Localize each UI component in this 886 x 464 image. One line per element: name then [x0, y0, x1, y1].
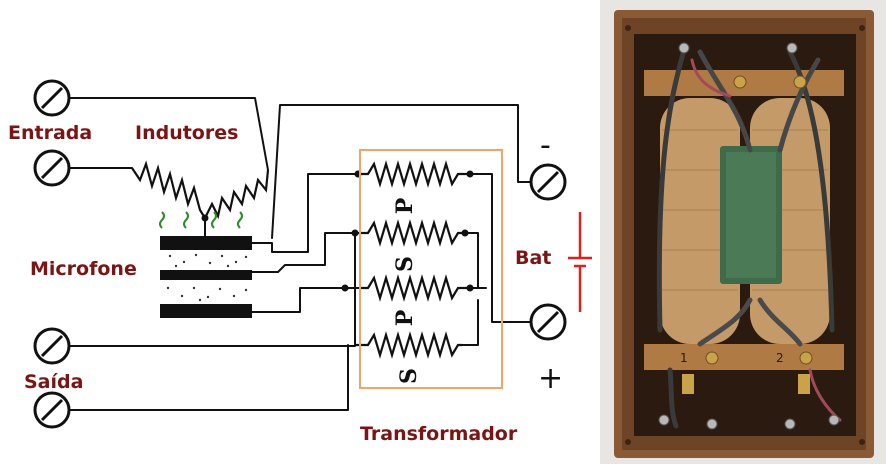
label-minus: - — [540, 128, 551, 163]
battery-terminal-minus — [529, 163, 567, 201]
output-terminal-top — [33, 327, 71, 365]
label-plus: + — [538, 361, 563, 396]
label-microfone: Microfone — [30, 258, 137, 280]
transformer-coils — [355, 160, 470, 359]
label-indutores: Indutores — [135, 122, 238, 144]
label-saida: Saída — [24, 371, 83, 393]
microphone-plates — [160, 236, 252, 318]
inductor-right — [204, 169, 270, 220]
inductor-left — [131, 160, 206, 219]
coil-letter-s-bottom: S — [396, 368, 422, 384]
sound-waves — [159, 211, 243, 229]
label-entrada: Entrada — [8, 122, 92, 144]
input-terminal-bottom — [33, 149, 71, 187]
label-transformador: Transformador — [360, 423, 518, 445]
coil-letter-p-lower: P — [392, 310, 418, 327]
terminal-number-1: 1 — [680, 351, 688, 365]
terminal-number-2: 2 — [776, 351, 784, 365]
circuit-diagram: P S P S Entrada Indutores Microfone Saíd… — [8, 79, 592, 445]
battery-symbol — [568, 212, 592, 312]
output-terminal-bottom — [33, 391, 71, 429]
label-bat: Bat — [515, 247, 551, 269]
coil-letter-p-top: P — [392, 198, 418, 215]
input-terminal-top — [33, 79, 71, 117]
battery-terminal-plus — [529, 303, 567, 341]
device-photo: 1 2 — [600, 0, 886, 464]
transformer-box — [359, 149, 503, 389]
terminal-strip-bottom — [644, 344, 844, 370]
coil-letter-s-upper: S — [392, 256, 418, 272]
